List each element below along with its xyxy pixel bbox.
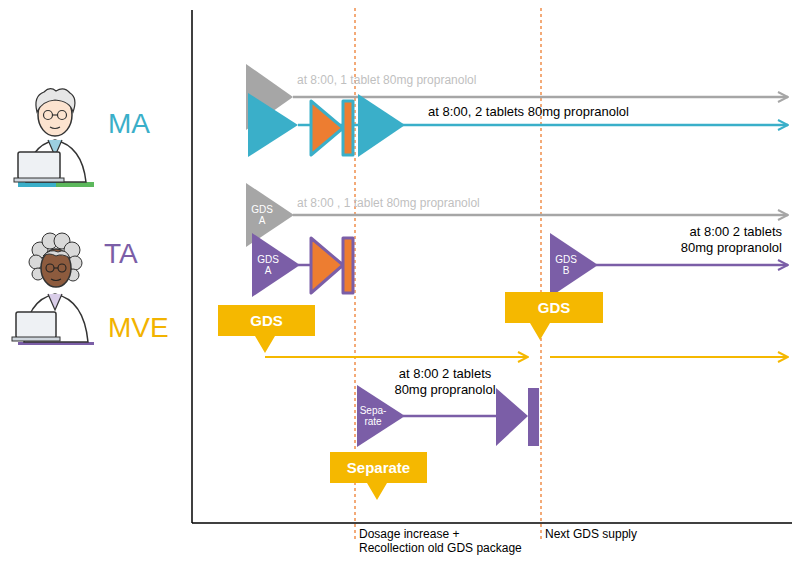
callout-box: Separate <box>330 452 427 500</box>
doctor-icon <box>12 233 94 345</box>
callout-label: GDS <box>538 292 571 323</box>
triangle-shape <box>252 233 300 297</box>
triangle-shape <box>550 233 598 297</box>
dosage-note-box: at 8:00 , 1 tablet 80mg propranolol <box>297 196 480 210</box>
mve-timeline <box>265 357 788 446</box>
dosage-note-box: at 8:00, 2 tablets 80mg propranolol <box>428 104 629 120</box>
callout-box: GDS <box>505 292 603 340</box>
dosage-note: at 8:00 , 1 tablet 80mg propranolol <box>297 196 480 210</box>
actor-name-box: MA <box>108 107 150 141</box>
actor-name: TA <box>104 237 138 271</box>
marker-label: GDS A <box>248 204 276 226</box>
marker-label: GDS A <box>254 254 282 276</box>
actor-name-box: MVE <box>108 311 169 345</box>
axes <box>192 10 792 523</box>
callout-label: GDS <box>250 305 283 336</box>
event-label-box: Dosage increase + Recollection old GDS p… <box>359 527 537 555</box>
event-label: Dosage increase + Recollection old GDS p… <box>359 527 537 555</box>
start-triangle: GDS B <box>550 233 598 297</box>
event-label-box: Next GDS supply <box>545 527 637 541</box>
marker-label: GDS B <box>552 254 580 276</box>
dosage-note: at 8:00, 1 tablet 80mg propranolol <box>297 73 476 87</box>
actor-name: MA <box>108 107 150 141</box>
doctor-icon <box>14 89 94 187</box>
dosage-note: at 8:00, 2 tablets 80mg propranolol <box>428 104 629 120</box>
start-triangle: GDS A <box>252 233 300 297</box>
ma-timeline <box>246 64 788 157</box>
ta-timeline <box>293 215 788 293</box>
dosage-note: at 8:00 2 tablets 80mg propranolol <box>370 366 520 398</box>
dosage-note: at 8:00 2 tablets 80mg propranolol <box>600 224 782 256</box>
event-label: Next GDS supply <box>545 527 637 541</box>
dosage-note-box: at 8:00, 1 tablet 80mg propranolol <box>297 73 476 87</box>
dosage-note-box: at 8:00 2 tablets 80mg propranolol <box>600 224 782 256</box>
callout-label: Separate <box>347 452 410 483</box>
actor-name: MVE <box>108 311 169 345</box>
actor-name-box: TA <box>104 237 138 271</box>
callout-box: GDS <box>218 305 315 353</box>
callout-shape <box>330 452 427 500</box>
callout-shape <box>505 292 603 340</box>
callout-shape <box>218 305 315 353</box>
dosage-note-box: at 8:00 2 tablets 80mg propranolol <box>370 366 520 398</box>
marker-label: Sepa- rate <box>359 405 387 427</box>
